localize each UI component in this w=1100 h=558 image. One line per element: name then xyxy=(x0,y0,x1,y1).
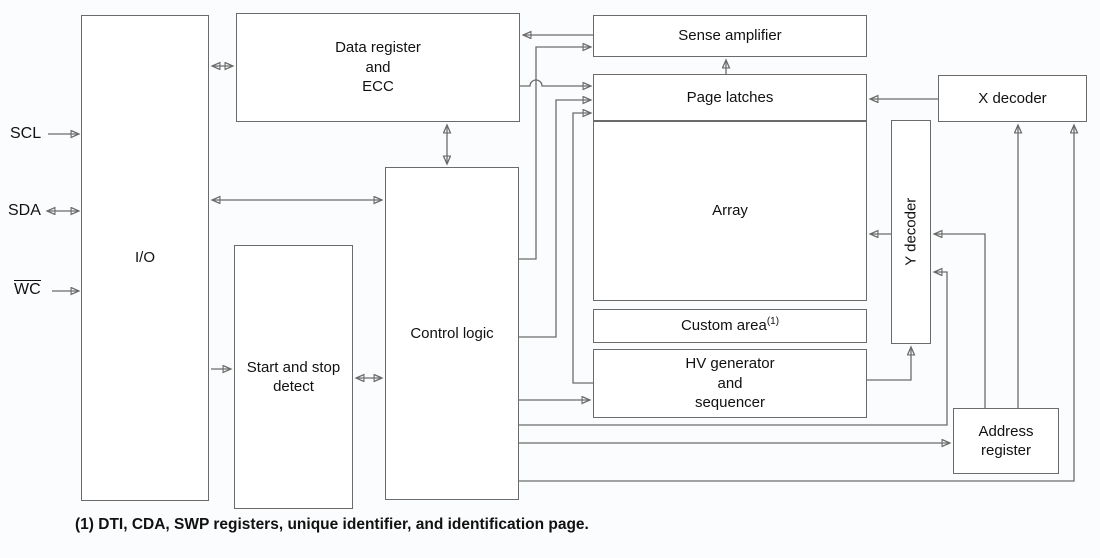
hv-generator-line2: and xyxy=(717,374,743,392)
control-logic-label: Control logic xyxy=(410,324,494,342)
footnote: (1) DTI, CDA, SWP registers, unique iden… xyxy=(75,516,589,533)
data-register-label: Data register and ECC xyxy=(335,38,421,97)
block-start-stop-detect: Start and stop detect xyxy=(234,245,353,509)
start-stop-line1: Start and stop xyxy=(246,358,341,376)
block-page-latches: Page latches xyxy=(593,74,867,121)
signal-label-scl: SCL xyxy=(10,125,41,143)
address-register-line1: Address xyxy=(978,422,1034,440)
wc-text: WC xyxy=(14,280,41,298)
wire-control-logic-to-sense-amplifier xyxy=(519,47,591,260)
array-label: Array xyxy=(712,202,748,220)
signal-label-wc: WC xyxy=(14,280,41,299)
sense-amplifier-label: Sense amplifier xyxy=(678,27,782,45)
signal-label-sda: SDA xyxy=(8,202,41,220)
wire-control-logic-to-x-decoder xyxy=(519,125,1074,482)
block-address-register: Address register xyxy=(953,408,1059,474)
custom-area-label: Custom area(1) xyxy=(681,316,779,336)
block-control-logic: Control logic xyxy=(385,167,519,500)
address-register-label: Address register xyxy=(978,422,1033,461)
block-hv-generator: HV generator and sequencer xyxy=(593,349,867,418)
sda-text: SDA xyxy=(8,202,41,219)
wire-hv-generator-to-page-latches xyxy=(572,113,593,384)
y-decoder-label: Y decoder xyxy=(902,197,920,267)
io-label: I/O xyxy=(134,249,155,267)
hv-generator-label: HV generator and sequencer xyxy=(685,354,774,413)
start-stop-label: Start and stop detect xyxy=(247,358,340,397)
data-register-line2: and xyxy=(365,58,391,76)
block-custom-area: Custom area(1) xyxy=(593,309,867,343)
wire-control-logic-to-y-decoder xyxy=(519,272,948,426)
x-decoder-label: X decoder xyxy=(978,89,1047,107)
block-sense-amplifier: Sense amplifier xyxy=(593,15,867,57)
page-latches-label: Page latches xyxy=(686,88,774,106)
custom-area-text: Custom area xyxy=(680,317,767,335)
block-y-decoder: Y decoder xyxy=(891,120,931,344)
block-array: Array xyxy=(593,121,867,301)
hv-generator-line3: sequencer xyxy=(694,394,766,412)
block-data-register: Data register and ECC xyxy=(236,13,520,122)
hv-generator-line1: HV generator xyxy=(685,355,775,373)
wire-control-logic-to-page-latches xyxy=(519,100,591,338)
address-register-line2: register xyxy=(980,442,1032,459)
block-io: I/O xyxy=(81,15,209,501)
wire-hv-generator-to-y-decoder xyxy=(867,347,911,381)
block-x-decoder: X decoder xyxy=(938,75,1087,122)
scl-text: SCL xyxy=(10,125,42,142)
data-register-line1: Data register xyxy=(335,39,421,57)
data-register-line3: ECC xyxy=(362,78,394,96)
custom-area-footnote-ref: (1) xyxy=(766,316,780,328)
start-stop-line2: detect xyxy=(273,378,314,395)
wire-data-register-to-page-latches xyxy=(520,79,591,86)
wire-address-register-to-y-decoder xyxy=(934,234,986,408)
